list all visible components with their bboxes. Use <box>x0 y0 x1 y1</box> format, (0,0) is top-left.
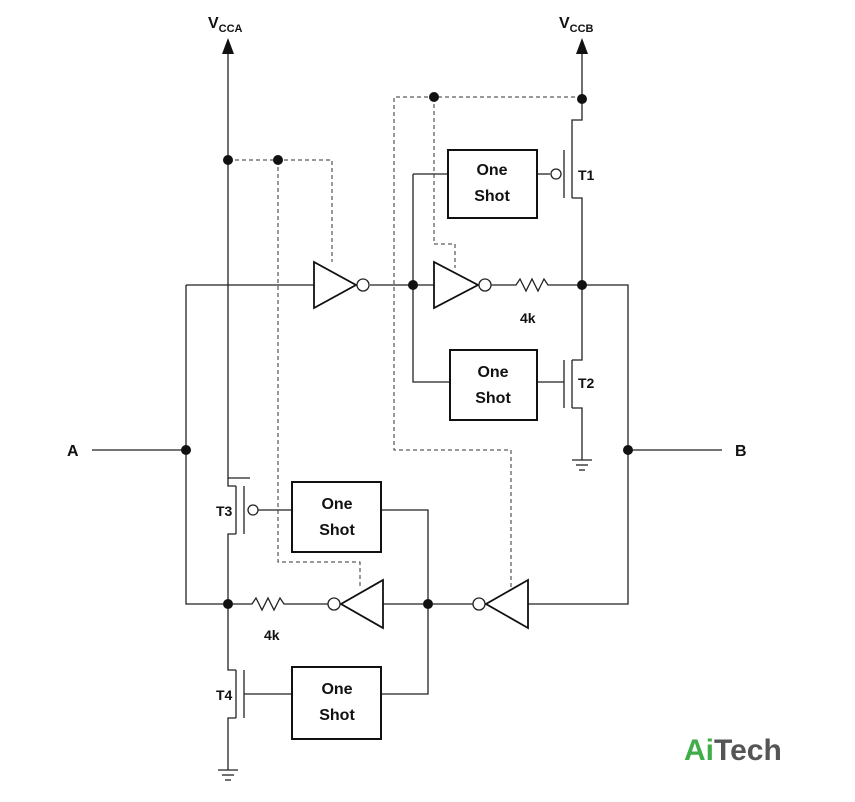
vcca-rail <box>227 54 250 479</box>
dash-vcca-to-bottom <box>277 160 361 588</box>
inverter-a-to-b-2 <box>433 260 492 310</box>
aitech-logo: AiTech <box>684 734 782 767</box>
t4-label: T4 <box>216 687 233 703</box>
transistor-t2 <box>563 285 583 460</box>
top-resistor-wire <box>491 277 582 293</box>
port-b-label: B <box>735 443 747 460</box>
logo-tech-part: Tech <box>714 734 782 767</box>
logo-ai-part: Ai <box>684 734 714 767</box>
inverter-b-to-a-2 <box>327 578 384 630</box>
a-node-wire <box>185 285 228 605</box>
vcca-label: VCCA <box>208 15 243 35</box>
vcca-arrow <box>222 38 234 54</box>
one-shot-middle: One Shot <box>449 349 538 421</box>
one-shot-bottom-upper: One Shot <box>291 481 382 553</box>
port-a-label: A <box>67 443 79 460</box>
svg-text:One: One <box>321 681 352 698</box>
transistor-t3 <box>227 478 245 604</box>
t1-label: T1 <box>578 167 595 183</box>
t2-label: T2 <box>578 375 595 391</box>
b-node-wire <box>528 284 629 605</box>
bottom-resistor-wire <box>228 596 328 612</box>
vccb-arrow <box>576 38 588 54</box>
bottom-one-shot-feed <box>381 509 429 695</box>
svg-text:One: One <box>321 496 352 513</box>
transistor-t4 <box>227 604 292 770</box>
t1-gate-bubble <box>550 168 562 180</box>
one-shot-top: One Shot <box>447 149 538 219</box>
svg-text:One: One <box>477 364 508 381</box>
vccb-rail <box>571 54 583 150</box>
junction-dots <box>181 92 633 609</box>
inverter-a-to-b-1 <box>313 260 370 310</box>
resistor-top-label: 4k <box>520 310 536 326</box>
dash-vccb-to-buffer <box>433 97 456 268</box>
svg-text:Shot: Shot <box>474 188 510 205</box>
transistor-t1 <box>563 150 583 285</box>
dash-vcca-to-buffer <box>228 159 333 262</box>
svg-text:Shot: Shot <box>319 707 355 724</box>
dash-vccb-loop <box>393 96 582 588</box>
inverter-b-to-a-1 <box>472 578 529 630</box>
one-shot-feed-top <box>412 174 450 383</box>
t3-label: T3 <box>216 503 233 519</box>
svg-text:One: One <box>476 162 507 179</box>
t3-gate-bubble <box>247 504 259 516</box>
ground-t2-icon <box>572 459 592 471</box>
ground-t4-icon <box>218 769 238 781</box>
svg-text:Shot: Shot <box>475 390 511 407</box>
svg-text:Shot: Shot <box>319 522 355 539</box>
vccb-label: VCCB <box>559 15 594 35</box>
one-shot-bottom-lower: One Shot <box>291 666 382 740</box>
resistor-bottom-label: 4k <box>264 627 280 643</box>
